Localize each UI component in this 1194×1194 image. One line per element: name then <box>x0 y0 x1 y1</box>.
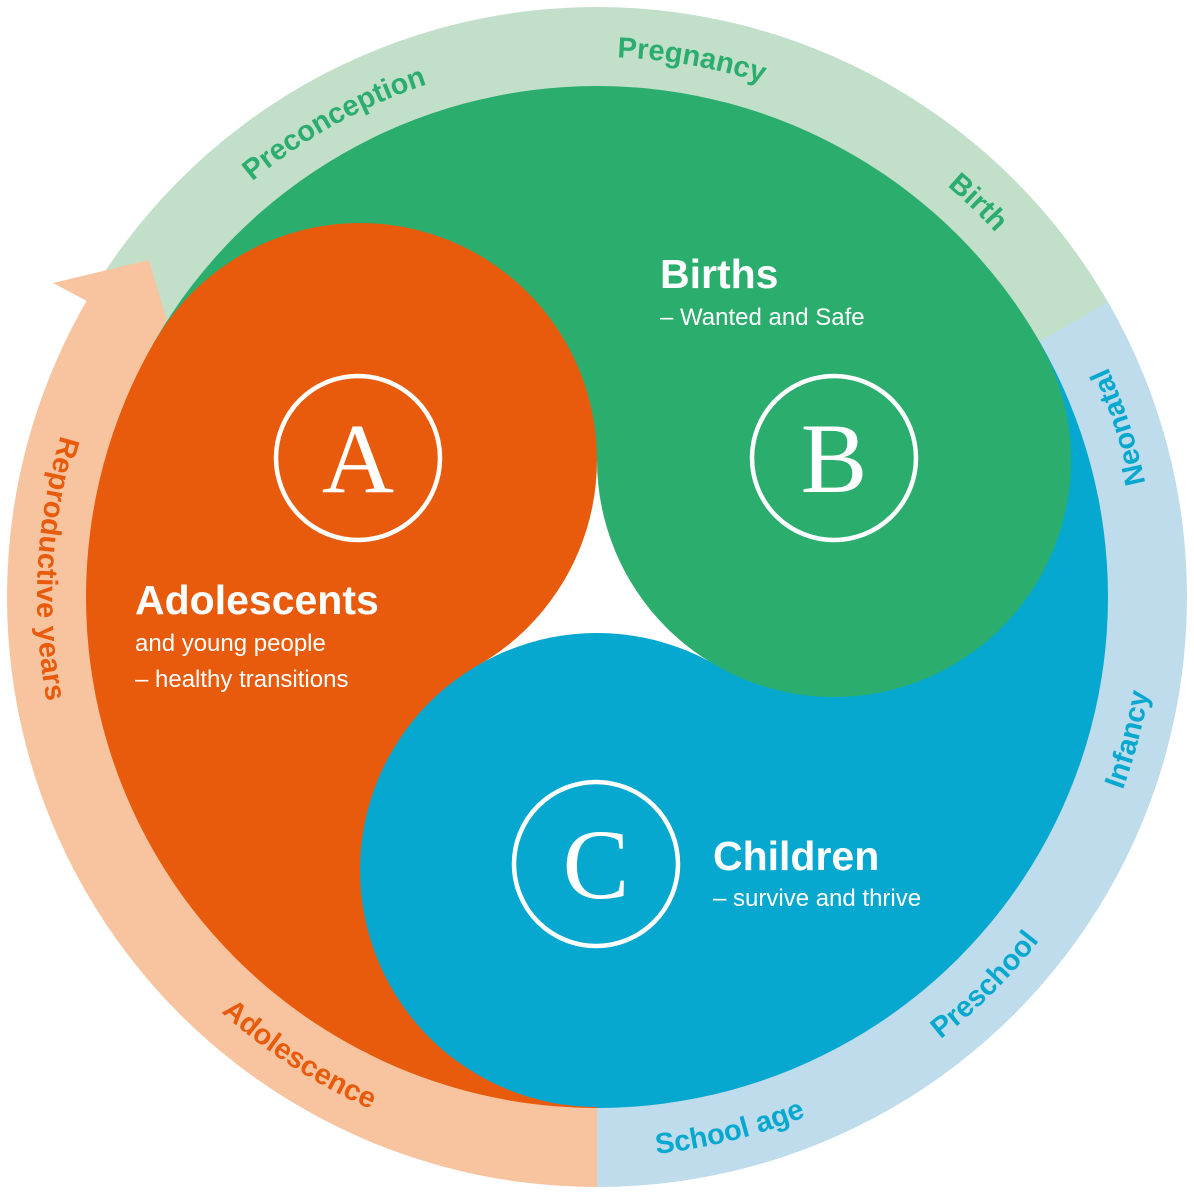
births-subtitle: – Wanted and Safe <box>660 304 865 331</box>
badge-c: C <box>511 779 681 949</box>
ring-segment-green <box>62 6 1114 382</box>
badge-a-circle <box>273 373 443 543</box>
inner-disk <box>86 86 1108 1108</box>
badge-b: B <box>749 373 919 543</box>
badge-a: A <box>273 373 443 543</box>
badge-c-circle <box>511 779 681 949</box>
badge-c-letter: C <box>563 809 630 920</box>
children-subtitle: – survive and thrive <box>713 885 921 912</box>
arrow-head-icon <box>53 260 177 355</box>
lobe-births <box>597 223 1071 697</box>
adolescents-subtitle-2: – healthy transitions <box>135 666 348 693</box>
ring-segment-orange <box>6 297 597 1187</box>
births-title: Births <box>660 251 778 297</box>
adolescents-title: Adolescents <box>135 577 379 623</box>
lobe-adolescents <box>123 223 597 697</box>
badge-b-letter: B <box>801 403 868 514</box>
outer-ring <box>6 6 1187 1187</box>
adolescents-subtitle-1: and young people <box>135 630 326 657</box>
children-title: Children <box>713 833 879 879</box>
badge-b-circle <box>749 373 919 543</box>
ring-segment-blue <box>597 302 1187 1187</box>
badge-a-letter: A <box>322 403 394 514</box>
lobe-children <box>360 633 834 1107</box>
